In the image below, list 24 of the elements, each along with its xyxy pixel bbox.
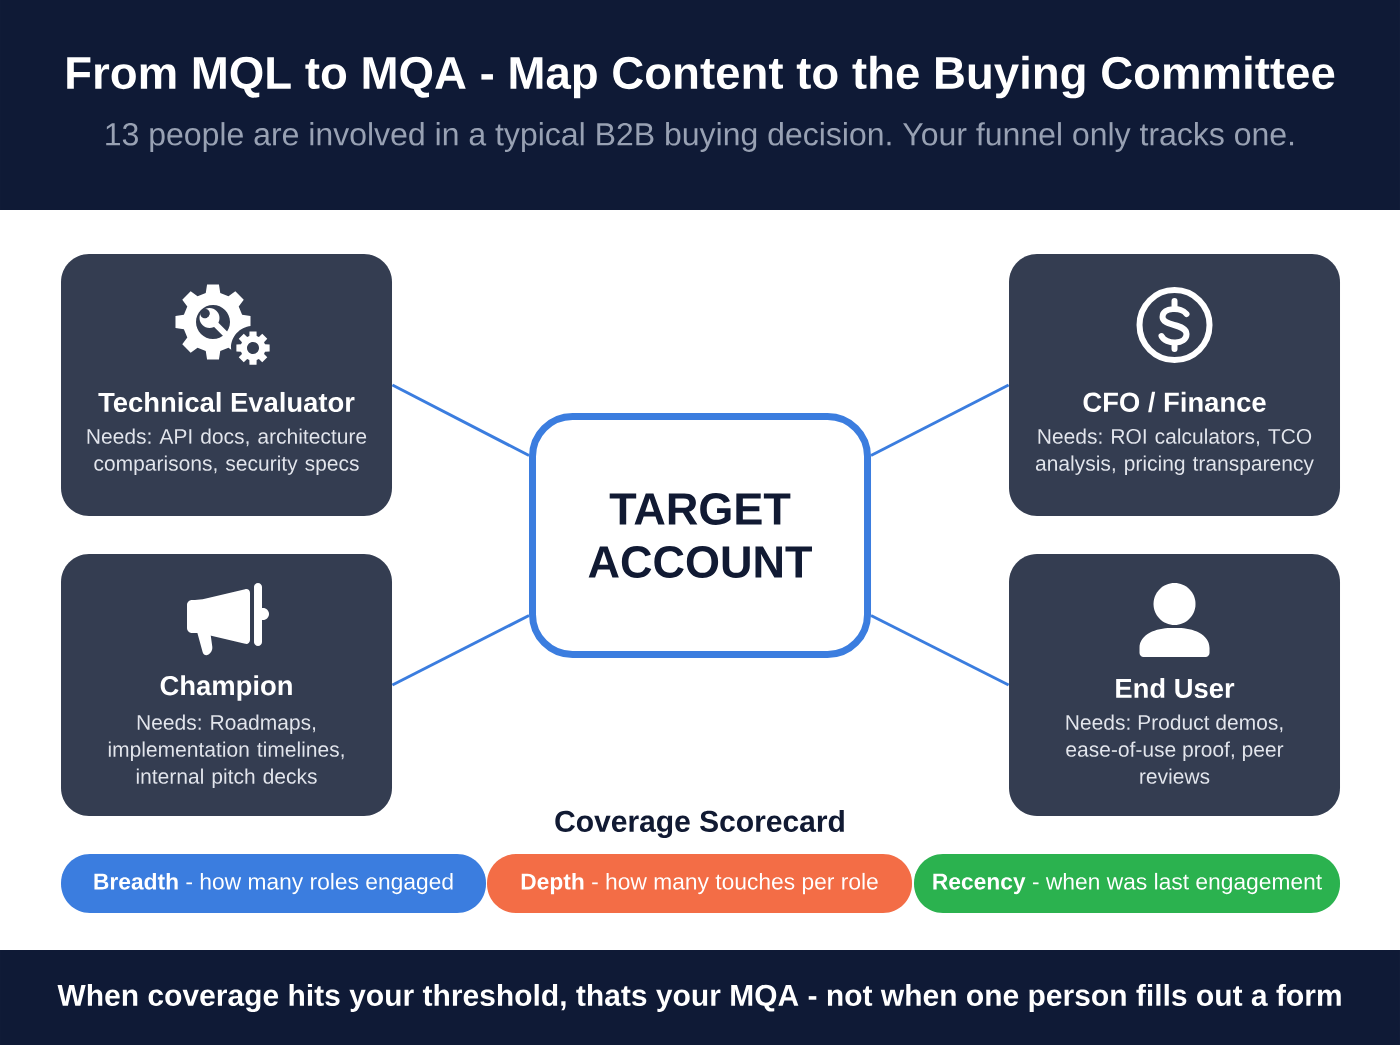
connector-line — [870, 614, 1010, 687]
role-card — [61, 254, 392, 516]
card-text: Needs: Product demos, ease-of-use proof, peer reviews — [1066, 714, 1284, 784]
connector-line — [391, 383, 530, 457]
card-title: Champion — [160, 675, 292, 701]
section-heading: Coverage Scorecard — [555, 809, 844, 839]
card-text: Needs: Roadmaps, implementation timelines, internal pitch decks — [108, 714, 344, 788]
scorecard-pill: Breadth - how many roles engaged — [61, 854, 486, 913]
role-card — [1009, 254, 1340, 516]
role-card — [1009, 554, 1340, 816]
title: From MQL to MQA - Map Content to the Buying Committee — [67, 55, 1335, 99]
role-card — [61, 554, 392, 816]
scorecard-pill: Depth - how many touches per role — [487, 854, 912, 913]
footer-text: When coverage hits your threshold, thats your MQA - not when one person fills out a form — [57, 983, 1341, 1013]
scorecard-pill: Recency - when was last engagement — [914, 854, 1340, 913]
connector-line — [870, 383, 1010, 457]
card-title: End User — [1116, 677, 1235, 699]
connector-line — [391, 614, 530, 687]
target-box: TARGET ACCOUNT — [529, 413, 871, 658]
subtitle: 13 people are involved in a typical B2B buying decision. Your funnel only tracks one. — [106, 122, 1294, 152]
card-text: Needs: API docs, architecture comparisons, security specs — [87, 428, 367, 475]
card-title: CFO / Finance — [1083, 391, 1266, 413]
card-text: Needs: ROI calculators, TCO analysis, pricing transparency — [1035, 428, 1314, 475]
card-title: Technical Evaluator — [98, 391, 355, 413]
